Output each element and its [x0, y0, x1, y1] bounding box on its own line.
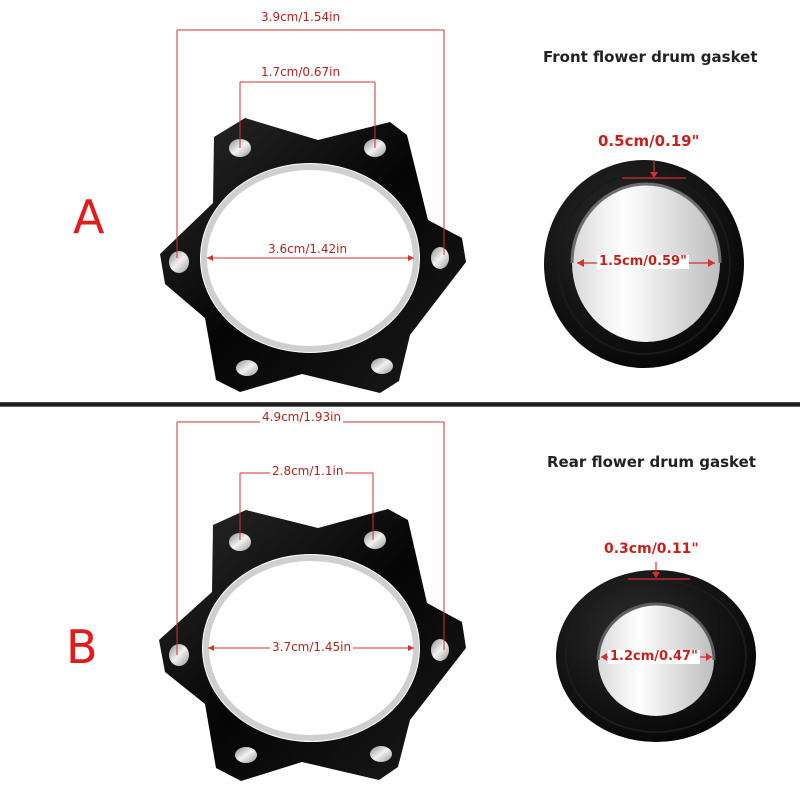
- bolt-hole: [370, 746, 392, 762]
- bolt-hole: [431, 247, 449, 269]
- front-adapter-plate: [160, 118, 466, 393]
- bolt-hole: [229, 533, 251, 551]
- bolt-hole: [371, 358, 393, 374]
- front-spacer-inner-diameter-label: 1.5cm/0.59": [597, 254, 689, 269]
- section-b-label: B: [66, 620, 98, 674]
- bolt-hole: [169, 644, 189, 666]
- bolt-hole: [236, 360, 258, 376]
- bolt-hole: [235, 747, 257, 763]
- front-spacer-thickness-label: 0.5cm/0.19": [598, 132, 700, 150]
- rear-hole-span-label: 2.8cm/1.1in: [270, 464, 346, 478]
- front-outer-span-label: 3.9cm/1.54in: [259, 10, 343, 24]
- front-hole-span-label: 1.7cm/0.67in: [259, 65, 343, 79]
- bolt-hole: [431, 639, 449, 661]
- section-a-label: A: [73, 190, 105, 244]
- rear-outer-span-label: 4.9cm/1.93in: [260, 410, 344, 424]
- bolt-hole: [364, 531, 386, 549]
- rear-gasket-title: Rear flower drum gasket: [547, 453, 756, 471]
- front-adapter-dimension-lines: [176, 29, 445, 259]
- rear-adapter-plate: [159, 509, 466, 781]
- front-inner-diameter-label: 3.6cm/1.42in: [266, 242, 350, 256]
- front-gasket-title: Front flower drum gasket: [543, 48, 758, 66]
- bolt-hole: [169, 251, 189, 273]
- rear-inner-diameter-label: 3.7cm/1.45in: [270, 640, 354, 654]
- section-divider: [0, 402, 800, 407]
- rear-spacer-inner-diameter-label: 1.2cm/0.47": [608, 649, 700, 664]
- rear-spacer-thickness-label: 0.3cm/0.11": [604, 541, 699, 557]
